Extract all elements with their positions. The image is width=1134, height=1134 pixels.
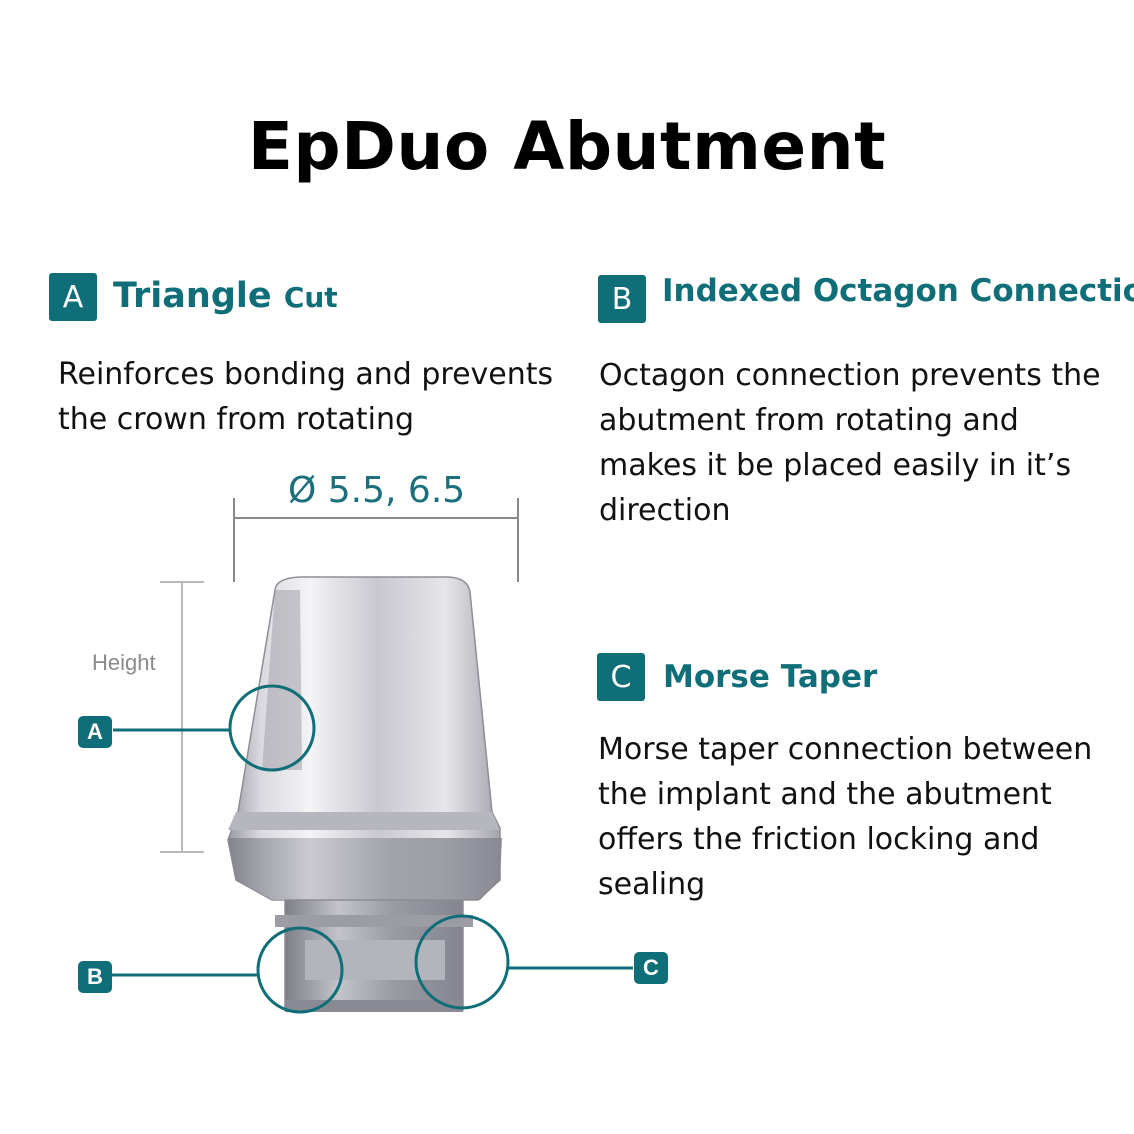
heading-triangle-small: Cut [283,281,338,314]
desc-line: sealing [598,867,706,902]
desc-line: the crown from rotating [58,402,415,437]
desc-line: Octagon connection prevents the [599,358,1101,393]
callout-tag-c: C [634,952,668,984]
desc-line: direction [599,493,731,528]
desc-line: the implant and the abutment [598,777,1052,812]
desc-line: abutment from rotating and [599,403,1019,438]
diameter-dimension [233,498,519,582]
diameter-label: Ø 5.5, 6.5 [288,470,466,511]
description-octagon: Octagon connection prevents the abutment… [599,353,1101,533]
badge-c: C [597,653,645,701]
abutment-body [227,576,502,1012]
desc-line: Morse taper connection between [598,732,1093,767]
callout-tag-a: A [78,716,112,748]
desc-line: offers the friction locking and [598,822,1040,857]
callout-c [414,914,633,1010]
heading-indexed-octagon: Indexed Octagon Connection [662,273,1134,309]
heading-triangle-main: Triangle [113,276,272,316]
badge-b: B [598,275,646,323]
height-label: Height [92,650,156,675]
callout-tag-b: B [78,961,112,993]
badge-a: A [49,273,97,321]
description-triangle-cut: Reinforces bonding and prevents the crow… [58,352,553,442]
heading-triangle-cut: Triangle Cut [113,276,338,316]
page-title: EpDuo Abutment [247,108,887,185]
height-dimension [160,581,204,853]
desc-line: makes it be placed easily in it’s [599,448,1072,483]
heading-morse-taper: Morse Taper [663,659,878,695]
desc-line: Reinforces bonding and prevents [58,357,554,392]
callout-a [113,684,316,772]
description-morse-taper: Morse taper connection between the impla… [598,727,1092,907]
callout-b [112,926,344,1014]
